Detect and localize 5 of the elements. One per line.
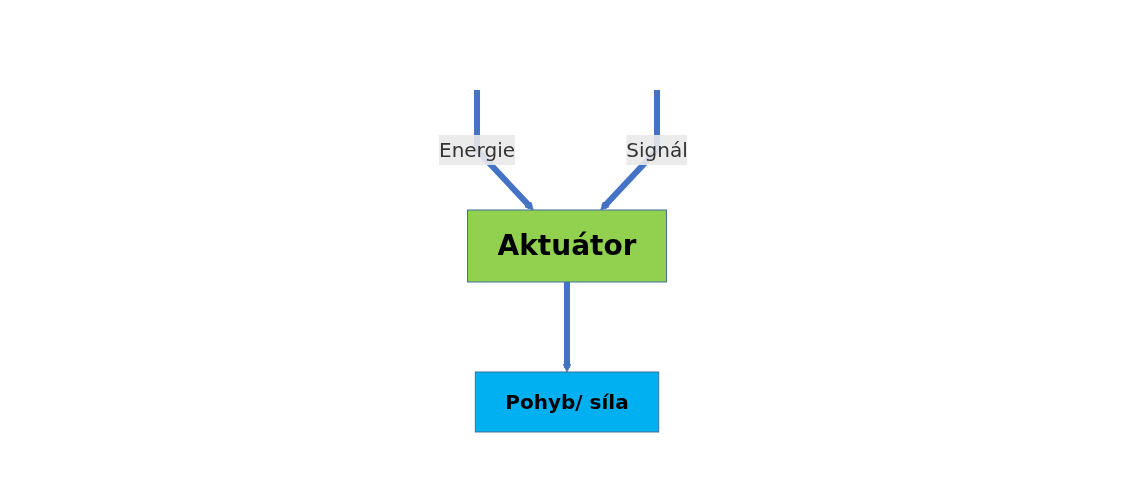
arrow (562, 281, 572, 372)
edge-label: Signál (626, 137, 688, 162)
node-box: Aktuátor (467, 209, 668, 282)
node-box: Pohyb/ síla (474, 371, 660, 432)
edge-label: Energie (439, 137, 516, 162)
